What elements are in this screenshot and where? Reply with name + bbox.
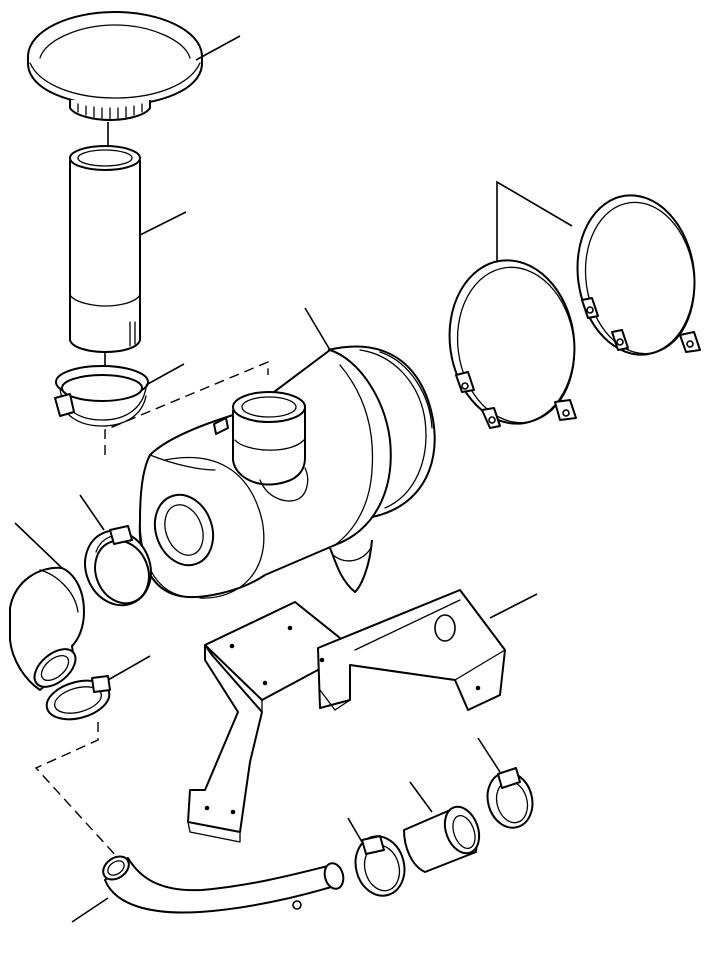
mounting-band-right xyxy=(576,194,701,356)
intake-extension-tube xyxy=(69,145,187,353)
elbow-hose xyxy=(9,522,85,691)
outlet-hose-clamp xyxy=(79,494,152,607)
tube-hose-clamp xyxy=(54,363,185,427)
hose-clamp-right xyxy=(477,737,534,829)
rain-cap xyxy=(27,11,241,121)
elbow-hose-clamp xyxy=(45,655,151,721)
pipe-clamp xyxy=(347,817,406,897)
outlet-pipe xyxy=(71,855,345,923)
mounting-bracket xyxy=(187,589,538,843)
mounting-band-left xyxy=(448,259,577,429)
straight-hose xyxy=(403,781,481,873)
air-cleaner-housing xyxy=(138,307,436,599)
